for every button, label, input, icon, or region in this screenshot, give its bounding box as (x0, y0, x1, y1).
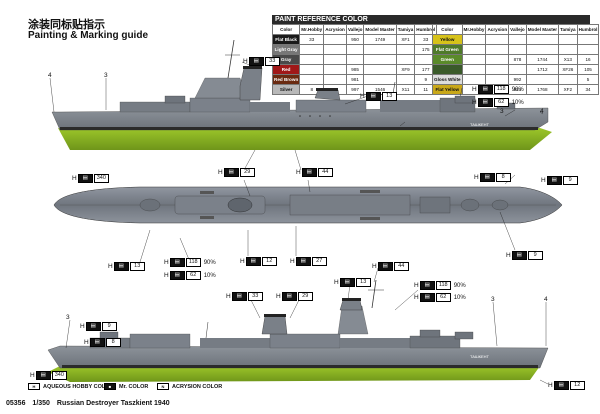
paint-right-cell-modelmaster: 1768 (525, 84, 560, 95)
callout-27-a: H▤27 (290, 257, 327, 266)
paint-right-cell-humbrol: 34 (576, 84, 600, 95)
callout-3-a: 3 (104, 72, 108, 79)
callout-44-a: H▤44 (296, 168, 333, 177)
ship-name-port: ТАШКЕНТ (470, 354, 490, 359)
title-en: Painting & Marking guide (28, 30, 149, 41)
legend-mr: ■Mr. COLOR (104, 383, 148, 390)
paint-table-heading: PAINT REFERENCE COLOR (272, 15, 590, 24)
callout-3-b: 3 (500, 108, 504, 115)
title-cn: 涂装同标贴指示 (28, 18, 105, 31)
callout-4-a: 4 (48, 72, 52, 79)
callout-9-a: H▤9 (541, 176, 578, 185)
ship-name-starboard: ТАШКЕНТ (470, 122, 490, 127)
paint-right-row: Yellow (432, 34, 600, 45)
footer-name: Russian Destroyer Taszkient 1940 (56, 400, 170, 407)
side-view-starboard (49, 39, 552, 171)
callout-3-d: 3 (491, 296, 495, 303)
callout-33-top: H▤33 (243, 57, 280, 66)
callout-44-b: H▤44 (372, 262, 409, 271)
callout-13-b: H▤13 (108, 262, 145, 271)
paint-left-swatch: Silver (271, 84, 301, 95)
callout-8-a: H▤8 (474, 173, 511, 182)
callout-33-b: H▤33 (226, 292, 263, 301)
side-view-port (47, 267, 549, 385)
callout-8-b: H▤8 (84, 338, 121, 347)
callout-29-a: H▤29 (218, 168, 255, 177)
callout-340-a: H▤340 (72, 174, 109, 183)
callout-3-c: 3 (66, 314, 70, 321)
callout-340-b: H▤340 (30, 371, 67, 380)
callout-4-b: 4 (540, 108, 544, 115)
callout-29-b: H▤29 (276, 292, 313, 301)
callout-12-b: H▤12 (548, 381, 585, 390)
top-view (53, 174, 563, 263)
callout-4-c: 4 (544, 296, 548, 303)
footer: 05356 1/350 Russian Destroyer Taszkient … (6, 400, 170, 407)
footer-code: 05356 (6, 400, 26, 407)
footer-scale: 1/350 (32, 400, 50, 407)
callout-9-b: H▤9 (506, 251, 543, 260)
callout-13-c: H▤13 (334, 278, 371, 287)
callout-13-a: H▤13 (360, 92, 397, 101)
callout-9-c: H▤9 (80, 322, 117, 331)
callout-12-a: H▤12 (240, 257, 277, 266)
